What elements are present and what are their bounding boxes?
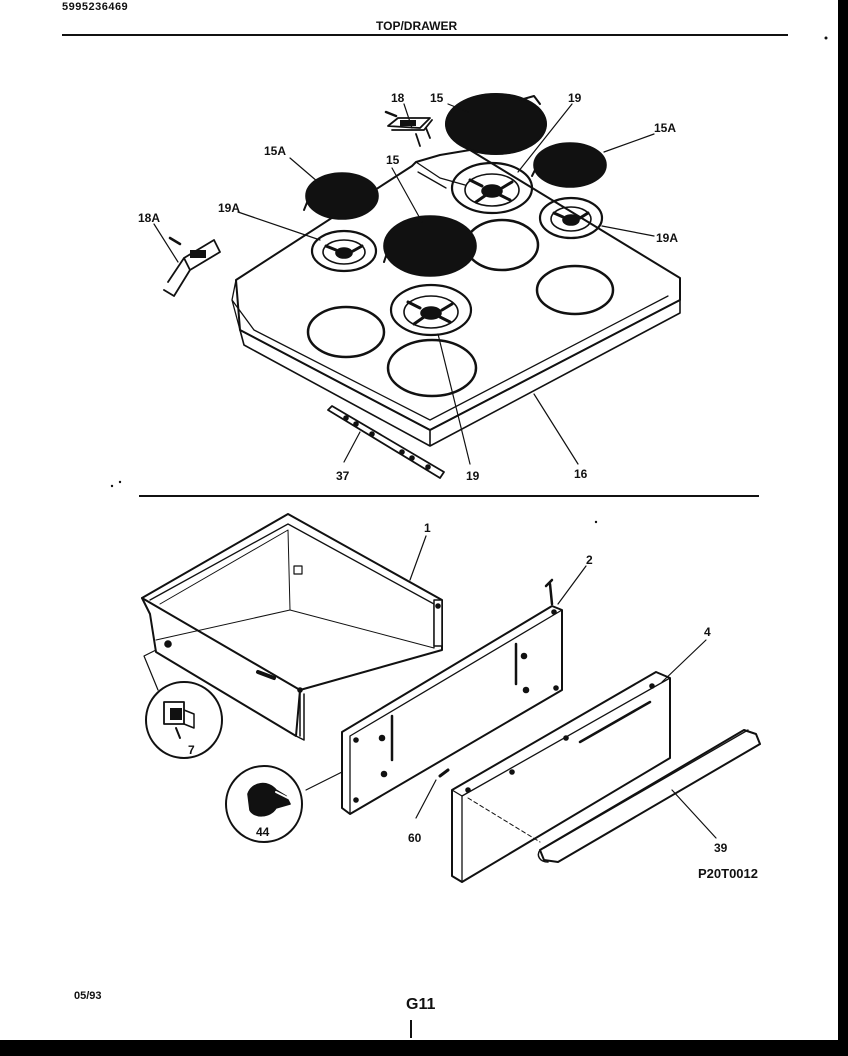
callout-15a: 15A [654,121,676,135]
burner-opening [386,338,478,398]
section-title: TOP/DRAWER [376,19,458,33]
callout-18a: 18A [138,211,160,225]
burner-opening [535,264,615,316]
callout-37: 37 [336,469,350,483]
callout-19: 19 [568,91,582,105]
trim-strip-37 [327,405,445,479]
surface-element-15a-left [303,172,379,220]
detail-callout-7 [145,681,223,759]
scan-specks [110,36,828,524]
drip-bowl-19-upper [450,161,534,215]
callout-1: 1 [424,521,431,535]
leader-lines-top [153,103,655,465]
callout-16: 16 [574,467,588,481]
cooktop-back-lip [415,161,466,189]
drip-bowl-19-lower [389,283,473,337]
revision-date: 05/93 [74,990,102,1002]
surface-element-15-mid [383,215,477,277]
page-number: G11 [406,996,436,1013]
callout-7: 7 [188,743,195,757]
callout-19a: 19A [656,231,678,245]
callout-15a: 15A [264,144,286,158]
callout-19a: 19A [218,201,240,215]
cooktop-assembly [153,93,681,479]
callout-2: 2 [586,553,593,567]
detail-callout-44 [225,765,303,843]
drawer-front-4 [438,671,671,883]
callout-39: 39 [714,841,728,855]
callout-44: 44 [256,825,270,839]
drawer-assembly [141,513,761,883]
model-number: 5995236469 [62,1,129,13]
hinge-bracket-18a [163,236,221,297]
surface-element-15a-right [531,142,607,188]
cooktop-front-edge [239,299,681,447]
callout-labels: 18 15 19 15A 15A 15 19A 18A 19A 37 19 16… [138,91,728,855]
drawer-handle-39 [537,729,761,863]
callout-19: 19 [466,469,480,483]
burner-opening [464,218,540,272]
hinge-bracket-18 [384,110,433,147]
parts-sheet: 5995236469 TOP/DRAWER [0,0,838,1040]
burner-opening [306,305,386,359]
section-divider [139,495,759,497]
cooktop-rear-lip [231,279,669,421]
leader-lines-bottom [143,535,717,839]
exploded-parts-diagram: 18 15 19 15A 15A 15 19A 18A 19A 37 19 16… [110,36,828,883]
callout-60: 60 [408,831,422,845]
reference-code: P20T0012 [698,866,758,881]
drawer-panel-2 [341,578,563,815]
callout-4: 4 [704,625,711,639]
callout-15: 15 [386,153,400,167]
drip-bowl-19a-left [310,229,378,273]
callout-15: 15 [430,91,444,105]
drip-bowl-19a-right [538,196,604,240]
alignment-line [467,797,541,843]
footer-tick [410,1020,412,1038]
header-rule [62,34,788,36]
surface-element-15-upper [445,93,547,155]
callout-18: 18 [391,91,405,105]
drawer-box-1 [141,513,443,741]
